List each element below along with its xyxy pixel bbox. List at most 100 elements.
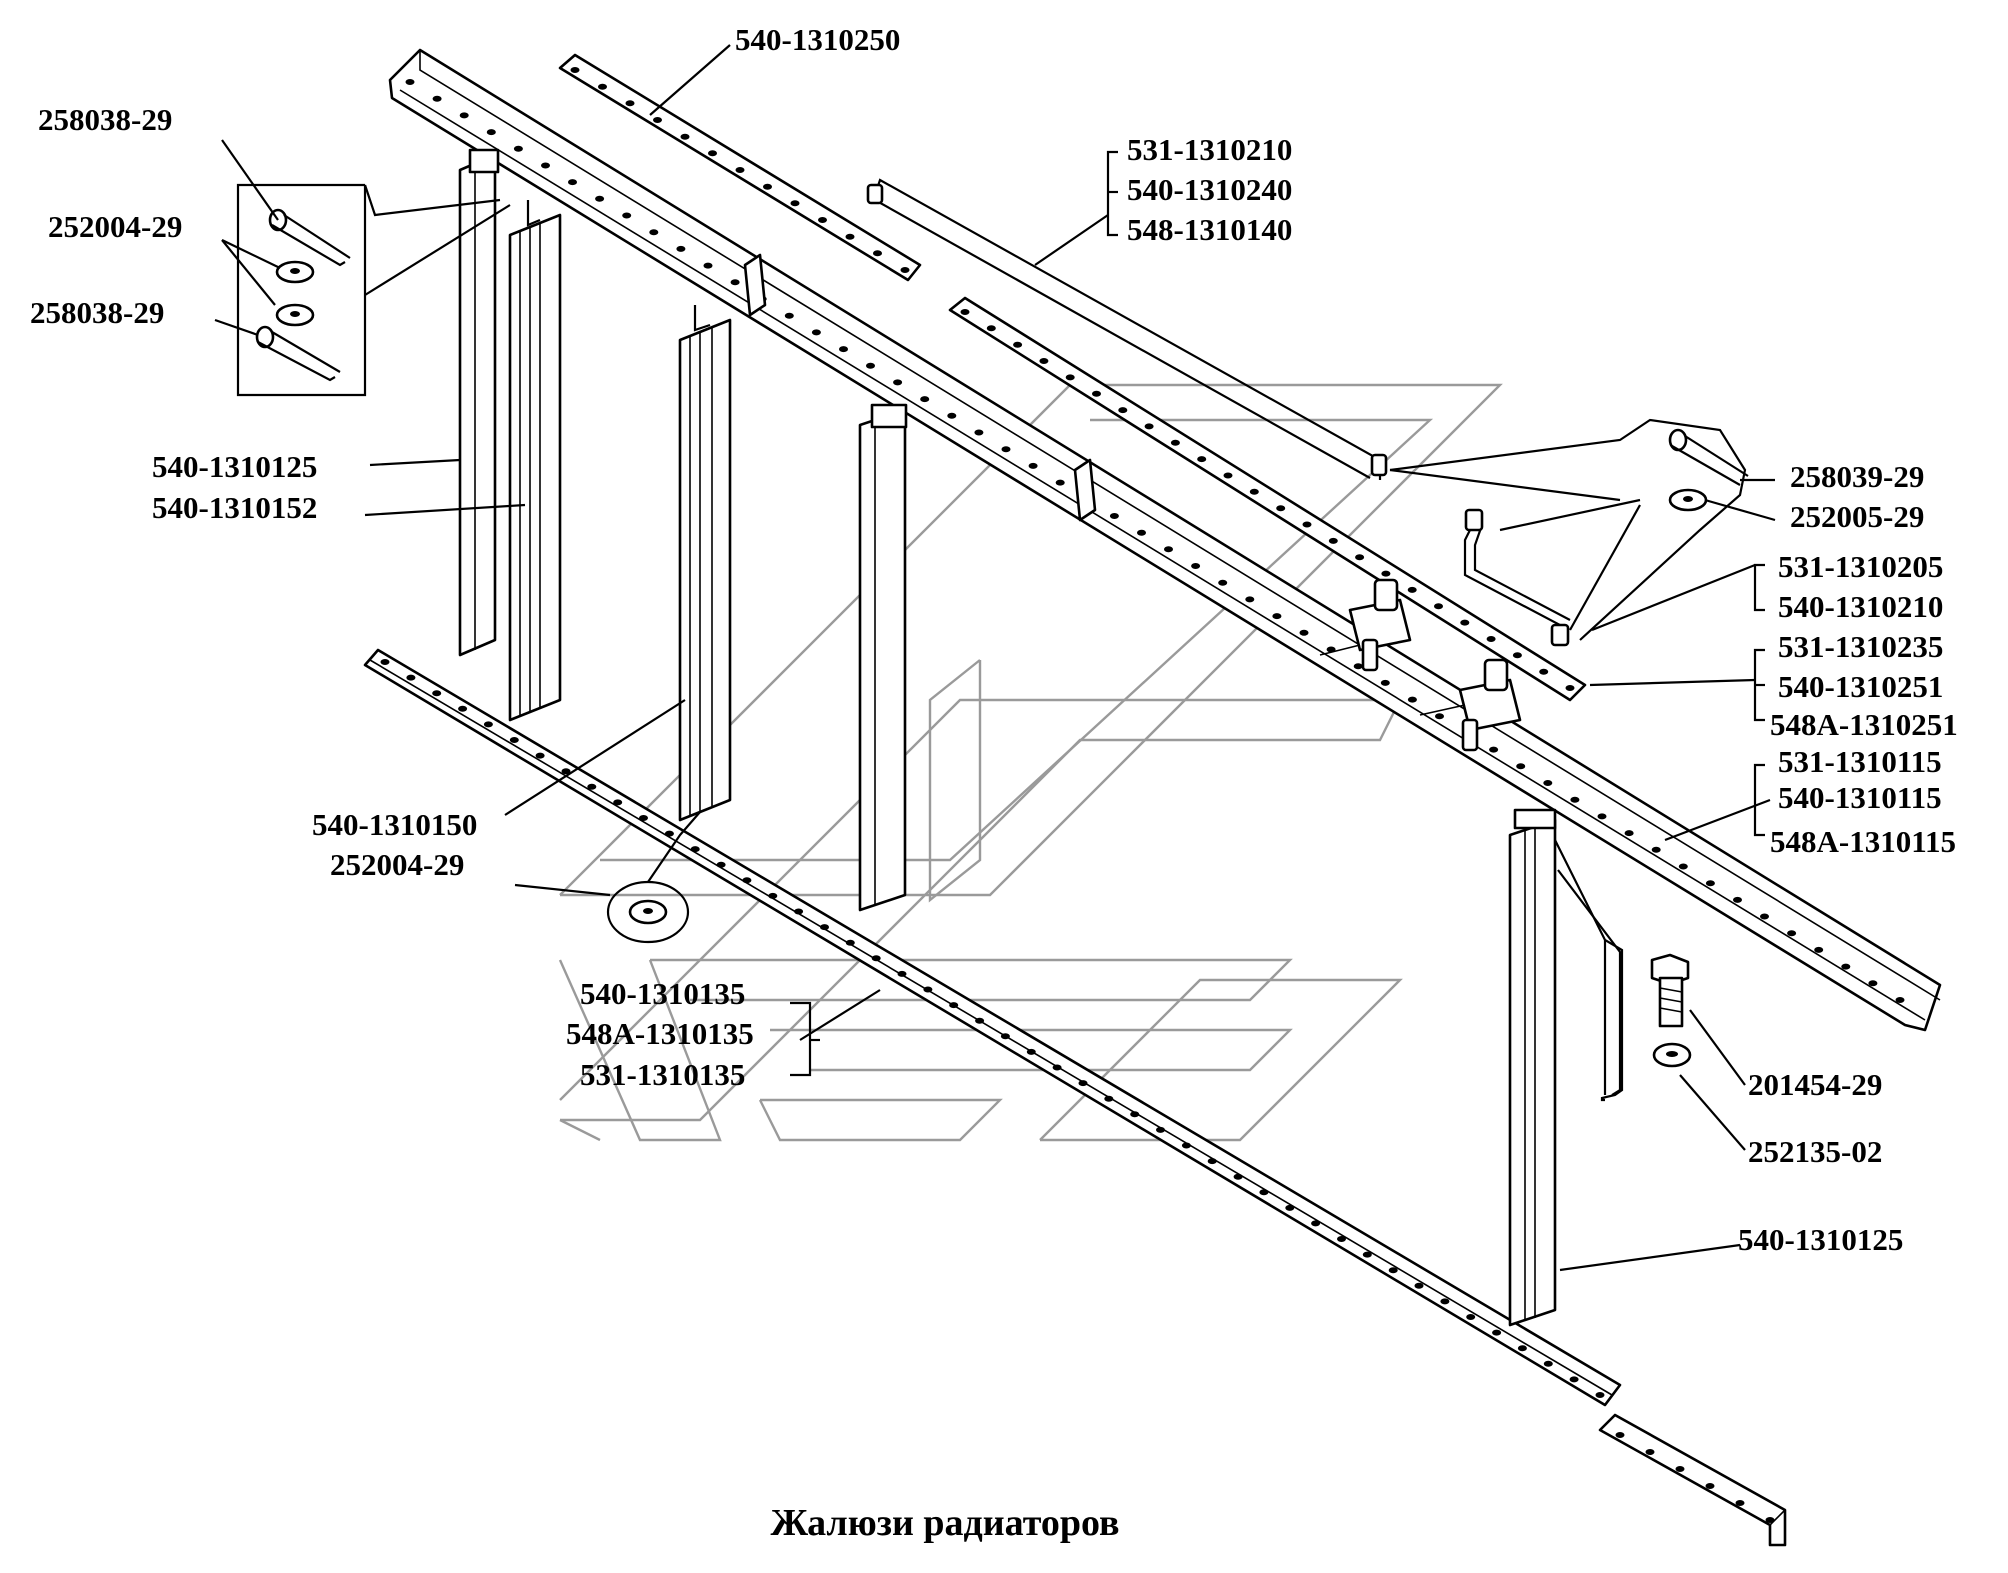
label-540-1310115: 540-1310115 [1778, 780, 1942, 815]
rail-hole [1760, 913, 1769, 920]
upper-rail [388, 48, 1942, 1032]
rail-hole [1565, 685, 1575, 691]
rail-hole [1705, 880, 1715, 887]
label-258038-29-top: 258038-29 [38, 102, 172, 137]
label-540-1310150: 540-1310150 [312, 807, 477, 842]
rail-hole [1615, 1432, 1625, 1438]
middle-strip [948, 296, 1587, 702]
rail-hole [1512, 652, 1522, 659]
bracket-right [1419, 658, 1522, 752]
rail-hole [1651, 846, 1661, 853]
rail-hole [1407, 696, 1417, 703]
rail-hole [380, 659, 390, 665]
label-540-1310152: 540-1310152 [152, 490, 317, 525]
rail-hole [653, 117, 662, 123]
rail-hole [1492, 1329, 1502, 1336]
label-540-1310240: 540-1310240 [1127, 172, 1292, 207]
rail-hole [1841, 963, 1851, 970]
rail-hole [893, 379, 903, 386]
rail-hole [1353, 663, 1363, 670]
rail-hole [1595, 1392, 1605, 1398]
leader-lines [214, 44, 1776, 1272]
rail-hole [1130, 1111, 1140, 1118]
rail-hole [1380, 679, 1390, 686]
rail-hole [1337, 1236, 1346, 1242]
rail-hole [742, 877, 752, 884]
louver-blade-2 [508, 200, 562, 722]
label-548-1310140: 548-1310140 [1127, 212, 1292, 247]
bolt [1650, 953, 1690, 1028]
rail-hole [1156, 1126, 1165, 1133]
rail-hole [690, 846, 700, 853]
rail-hole [1272, 613, 1282, 620]
rail-hole [625, 100, 635, 107]
rail-hole [406, 674, 416, 681]
label-540-1310125-right: 540-1310125 [1738, 1222, 1903, 1257]
label-540-1310125-left: 540-1310125 [152, 449, 317, 484]
label-252004-29-mid: 252004-29 [330, 847, 464, 882]
rail-hole [1678, 863, 1688, 870]
rail-hole [947, 412, 957, 419]
rail-hole [1597, 813, 1607, 820]
rail-hole [676, 245, 686, 252]
label-540-1310251: 540-1310251 [1778, 669, 1943, 704]
rail-hole [1388, 1267, 1398, 1274]
rail-hole [622, 212, 632, 219]
louver-blade-1 [458, 148, 500, 657]
rail-hole [871, 955, 881, 962]
inset-washer-lower [606, 811, 701, 944]
label-258038-29-bottom: 258038-29 [30, 295, 164, 330]
rail-hole [1078, 1080, 1088, 1087]
rail-hole [818, 217, 827, 223]
rail-hole [1137, 529, 1146, 536]
rail-hole [1052, 1064, 1062, 1071]
rail-hole [866, 362, 875, 369]
rail-hole [1299, 629, 1309, 636]
rail-hole [768, 892, 778, 899]
label-252004-29-top: 252004-29 [48, 209, 182, 244]
rail-hole [923, 986, 933, 993]
rail-hole [873, 250, 882, 257]
rail-hole [960, 309, 970, 315]
rail-hole [794, 908, 804, 915]
rail-hole [974, 429, 984, 436]
rail-hole [1705, 1483, 1715, 1489]
rail-hole [1489, 746, 1499, 753]
rail-hole [568, 179, 577, 186]
rail-hole [1311, 1220, 1321, 1227]
rail-hole [900, 267, 910, 273]
upper-rail-holes [405, 79, 1905, 1003]
rail-hole [790, 200, 800, 207]
rail-hole [541, 162, 550, 169]
rail-hole [1104, 1095, 1114, 1102]
rail-hole [1516, 763, 1526, 770]
louver-blade-3 [678, 305, 732, 822]
rail-hole [509, 737, 519, 743]
rail-hole [1233, 1173, 1243, 1180]
rail-hole [405, 79, 415, 85]
label-201454-29: 201454-29 [1748, 1067, 1882, 1102]
rail-hole [708, 150, 717, 157]
label-531-1310115: 531-1310115 [1778, 744, 1942, 779]
rail-hole [432, 690, 442, 697]
rail-hole [570, 67, 580, 73]
rail-hole [1645, 1449, 1655, 1455]
label-258039-29: 258039-29 [1790, 459, 1924, 494]
rail-hole [986, 325, 996, 332]
rail-hole [1181, 1142, 1191, 1149]
rail-hole [1466, 1314, 1476, 1320]
label-548A-1310115: 548А-1310115 [1770, 824, 1956, 859]
rail-hole [845, 233, 855, 240]
rail-hole [1245, 596, 1255, 603]
rail-hole [845, 939, 855, 946]
rail-hole [680, 133, 690, 140]
rail-hole [1170, 439, 1180, 446]
rail-hole [1569, 1376, 1579, 1383]
rail-hole [598, 83, 607, 90]
rail-hole [1191, 563, 1201, 569]
rail-hole [483, 721, 493, 728]
label-548A-1310251: 548А-1310251 [1770, 707, 1958, 742]
rail-hole [1362, 1251, 1372, 1258]
rail-hole [1144, 423, 1154, 430]
rail-clip-2 [1073, 458, 1097, 522]
